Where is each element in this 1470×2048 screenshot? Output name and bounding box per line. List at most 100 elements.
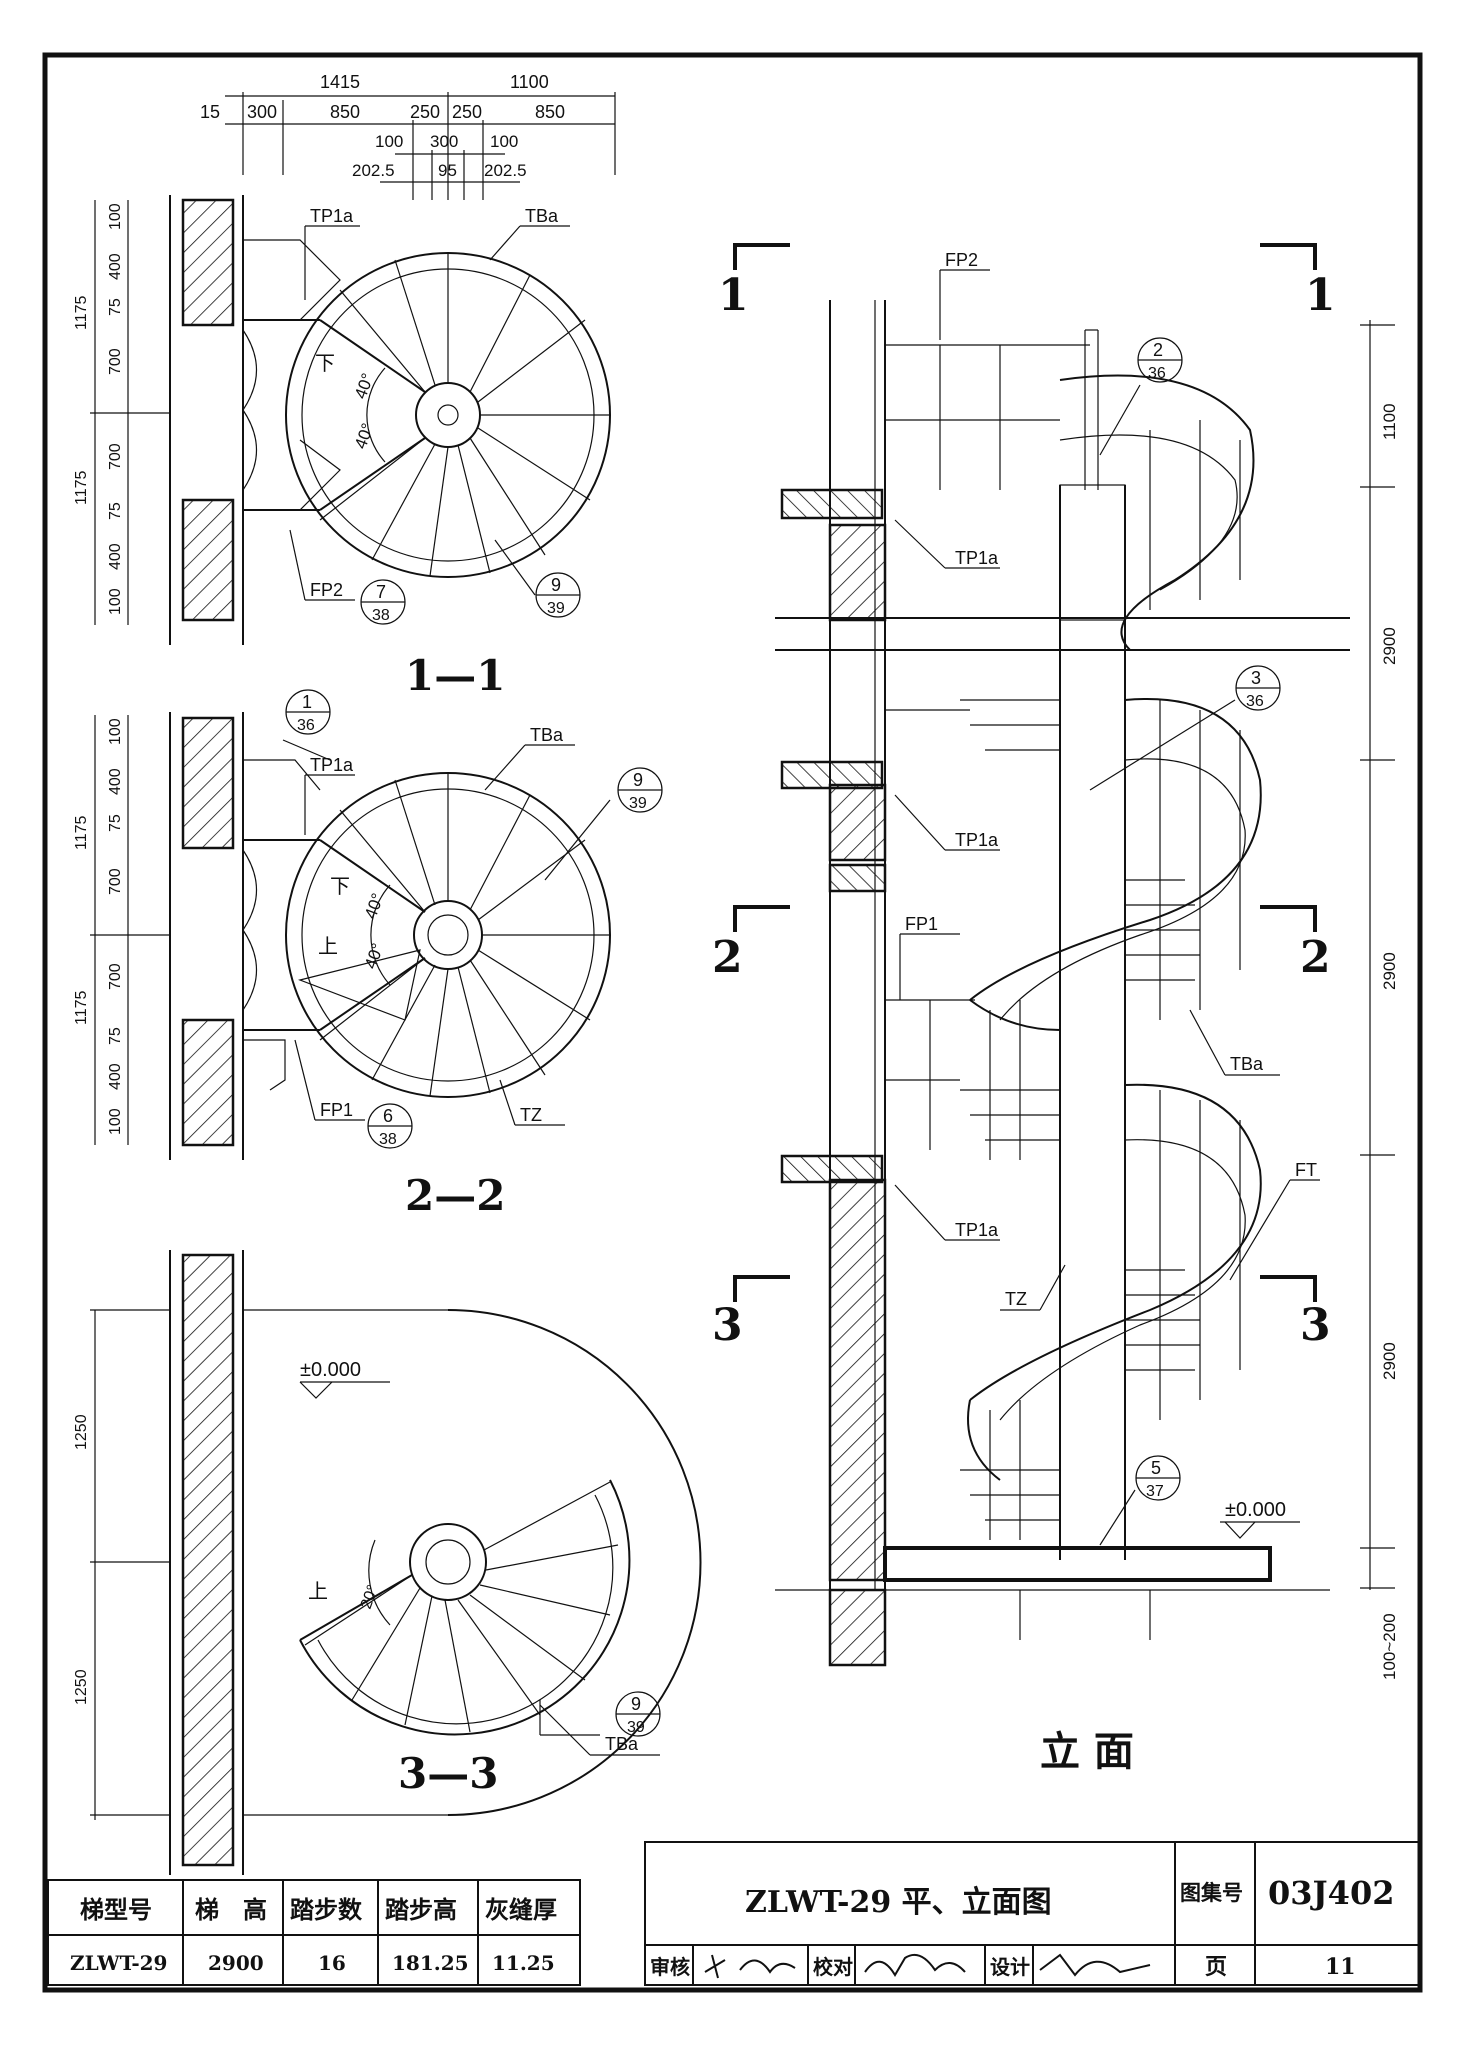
page-label: 页 [1205,1954,1227,1980]
treads [319,253,610,577]
detail-ref-circle: 7 38 [360,579,406,625]
dim-text: 1250 [73,1414,90,1450]
cut-mark: 1 [1305,270,1336,321]
dim-text: 100 [107,588,124,615]
treads [304,1481,619,1733]
detail-ref-circle: 1 36 [285,689,331,735]
label-angle: 40° [351,421,378,452]
section-title: 1—1 [405,651,505,700]
dim-text: 95 [438,161,457,180]
label-tz: TZ [1005,1289,1027,1309]
label-tb: TBa [530,725,564,745]
label-tp: TP1a [310,755,354,775]
svg-text:3: 3 [1251,668,1261,688]
svg-text:38: 38 [372,607,390,624]
svg-text:37: 37 [1146,1483,1164,1500]
svg-text:6: 6 [383,1106,393,1126]
section-title: 2—2 [405,1171,505,1220]
label-fp: FP2 [310,580,343,600]
cut-mark: 3 [1300,1300,1331,1351]
detail-ref-circle: 6 38 [367,1103,413,1149]
detail-ref-circle: 9 39 [615,1691,661,1737]
dim-text: 700 [107,443,124,470]
table-header: 踏步数 [290,1895,363,1924]
plan-section-1-1: 1415 1100 15 300 850 250 250 850 100 300… [73,72,616,700]
dim-text: 1175 [73,470,90,505]
svg-text:36: 36 [1246,693,1264,710]
cut-mark: 2 [712,932,743,983]
dim-text: 100 [107,203,124,230]
plan-section-2-2: 100 400 75 700 1175 700 1175 75 400 100 [73,689,663,1220]
elevation-view: 1 1 2 2 3 3 1100 2900 2900 2900 100~200 [712,243,1399,1775]
label-down: 下 [330,876,350,898]
label-up: 上 [308,1580,328,1603]
dim-text: 300 [430,132,458,151]
svg-text:38: 38 [379,1131,397,1148]
label-fp1: FP1 [905,914,938,934]
label-tz: TZ [520,1105,542,1125]
svg-text:36: 36 [297,717,315,734]
svg-text:7: 7 [376,582,386,602]
label-ft: FT [1295,1160,1317,1180]
dim-text: 2900 [1380,1342,1399,1380]
label-tp1a: TP1a [955,1220,999,1240]
dim-text: 1175 [73,990,90,1025]
cut-mark: 1 [718,270,749,321]
dim-text: 100 [375,132,403,151]
dim-text: 1415 [320,72,360,92]
check-label: 校对 [813,1955,853,1979]
label-tp: TP1a [310,206,354,226]
dim-text: 75 [107,1027,124,1045]
treads [319,773,610,1097]
dim-text: 700 [107,348,124,375]
dim-text: 400 [107,543,124,570]
dim-text: 100 [107,1108,124,1135]
label-angle: 40° [361,891,388,922]
label-tba: TBa [1230,1054,1264,1074]
dim-text: 850 [535,102,565,122]
dim-text: 75 [107,814,124,832]
dim-text: 15 [200,102,220,122]
railing-top [885,329,1099,490]
dim-text: 250 [452,102,482,122]
cut-mark: 3 [712,1300,743,1351]
atlas-label: 图集号 [1180,1880,1243,1905]
table-cell: 16 [318,1951,346,1975]
label-tb: TBa [525,206,559,226]
label-fp2: FP2 [945,250,978,270]
label-down: 下 [315,353,335,375]
dim-text: 400 [107,768,124,795]
dim-text: 100 [107,718,124,745]
detail-ref-circle: 9 39 [535,572,581,618]
dim-text: 2900 [1380,952,1399,990]
dim-text: 400 [107,1063,124,1090]
dim-text: 250 [410,102,440,122]
dim-text: 850 [330,102,360,122]
plan-section-3-3: 1250 1250 ±0.000 上 20° [73,1250,702,1875]
dim-text: 100~200 [1380,1613,1399,1680]
rail-posts [989,420,1241,1540]
svg-text:39: 39 [547,600,565,617]
detail-ref-circle: 5 37 [1135,1455,1181,1501]
label-level: ±0.000 [300,1359,361,1381]
page-number: 11 [1325,1954,1356,1980]
cut-mark: 2 [1300,932,1331,983]
svg-text:39: 39 [629,795,647,812]
table-cell: 181.25 [392,1951,469,1975]
dim-text: 1250 [73,1669,90,1705]
section-title: 3—3 [398,1749,498,1798]
dim-text: 300 [247,102,277,122]
label-tp1a: TP1a [955,548,999,568]
table-cell: ZLWT-29 [70,1951,167,1975]
review-label: 审核 [650,1955,690,1979]
detail-ref-circle: 9 39 [617,767,663,813]
dim-text: 1100 [510,72,549,92]
detail-ref-circle: 2 36 [1137,337,1183,383]
label-up: 上 [318,935,338,958]
table-cell: 2900 [208,1951,264,1975]
label-fp: FP1 [320,1100,353,1120]
dim-text: 2900 [1380,627,1399,665]
dim-text: 1100 [1380,403,1399,440]
svg-text:1: 1 [302,692,312,712]
